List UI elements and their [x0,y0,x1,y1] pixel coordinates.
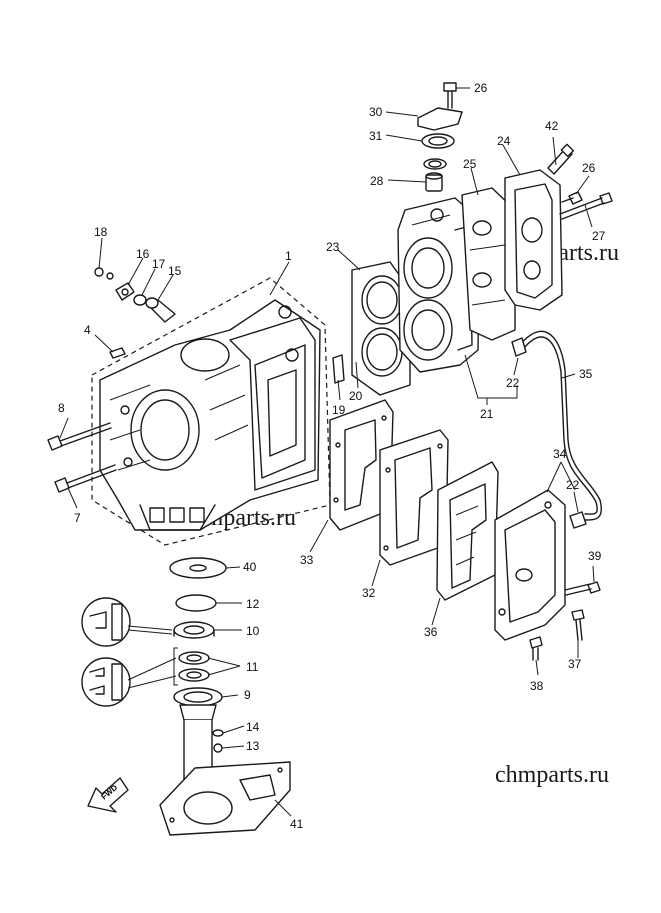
gasket-32 [379,429,449,566]
callout-39: 39 [588,549,602,563]
seal-detail-11 [81,657,177,707]
callout-26-top: 26 [474,81,488,95]
oil-seals-11 [173,647,210,686]
gasket-33 [329,399,394,531]
callout-18: 18 [94,225,108,239]
callout-35: 35 [579,367,593,381]
crankcase-assembly [91,277,331,546]
callout-38: 38 [530,679,544,693]
plate-19 [332,354,345,384]
callout-15: 15 [168,264,182,278]
fitting-22-lower [569,511,587,529]
fitting-22-upper [511,337,527,357]
callout-24: 24 [497,134,511,148]
callout-32: 32 [362,586,376,600]
washer-17 [133,294,147,306]
cover-30 [417,107,463,131]
callout-31: 31 [369,129,383,143]
callout-4: 4 [84,323,91,337]
callout-27: 27 [592,229,606,243]
callout-36: 36 [424,625,438,639]
o-ring-12 [175,594,217,612]
callout-22-b: 22 [566,478,580,492]
bolt-26-top [443,82,457,109]
bolt-37 [571,609,585,641]
gasket-41 [159,761,291,836]
callout-12: 12 [246,597,260,611]
callout-41: 41 [290,817,304,831]
seal-ring [423,158,447,170]
callout-20: 20 [349,389,363,403]
sensor-42 [547,143,575,175]
exhaust-cover-34 [494,489,566,641]
bolt-8 [47,422,112,451]
watermark-bottom: chmparts.ru [495,762,609,788]
seal-detail-10 [81,597,173,647]
bolt-13 [213,743,223,753]
callout-labels: 1 4 7 8 9 10 11 12 13 14 15 16 17 18 19 … [58,81,606,831]
callout-33: 33 [300,553,314,567]
callout-11: 11 [246,660,259,674]
callout-16: 16 [136,247,150,261]
callout-26-right: 26 [582,161,596,175]
callout-34: 34 [553,447,567,461]
screw-18 [94,267,114,280]
hose-35 [519,330,602,521]
washer-40 [169,557,227,579]
gasket-31 [421,133,455,149]
callout-17: 17 [152,257,166,271]
callout-40: 40 [243,560,257,574]
callout-13: 13 [246,739,260,753]
callout-28: 28 [370,174,384,188]
bolt-26-right [561,191,583,205]
fwd-arrow-icon: FWD [87,777,129,813]
callout-22-a: 22 [506,376,520,390]
gasket-25 [461,187,516,341]
thermostat-28 [425,172,443,192]
bolt-38 [529,636,543,661]
callout-30: 30 [369,105,383,119]
bracket-16 [115,282,135,301]
callout-42: 42 [545,119,559,133]
callout-1: 1 [285,249,292,263]
oil-seal-10 [173,621,215,639]
gasket-23 [351,261,411,396]
callout-14: 14 [246,720,260,734]
callout-7: 7 [74,511,81,525]
callout-23: 23 [326,240,340,254]
callout-21: 21 [480,407,494,421]
bolt-7 [54,464,117,493]
leader-lines [59,87,595,817]
cover-24 [504,169,563,311]
shaft-15 [145,297,176,323]
callout-8: 8 [58,401,65,415]
callout-25: 25 [463,157,477,171]
bolt-39 [564,581,601,596]
dowel-pin-4 [109,347,126,359]
callout-19: 19 [332,403,346,417]
callout-9: 9 [244,688,251,702]
callout-10: 10 [246,624,260,638]
washer-14 [212,729,224,737]
bolt-27 [559,192,613,220]
callout-37: 37 [568,657,582,671]
